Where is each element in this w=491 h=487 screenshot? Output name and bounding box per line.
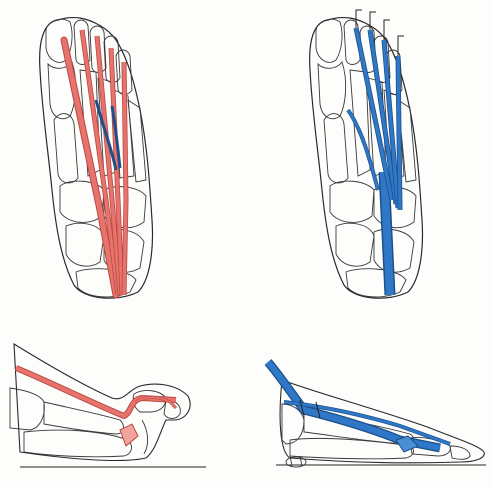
extensor-tendons-blue-lateral bbox=[268, 362, 450, 452]
lateral-bones-right bbox=[276, 380, 486, 467]
